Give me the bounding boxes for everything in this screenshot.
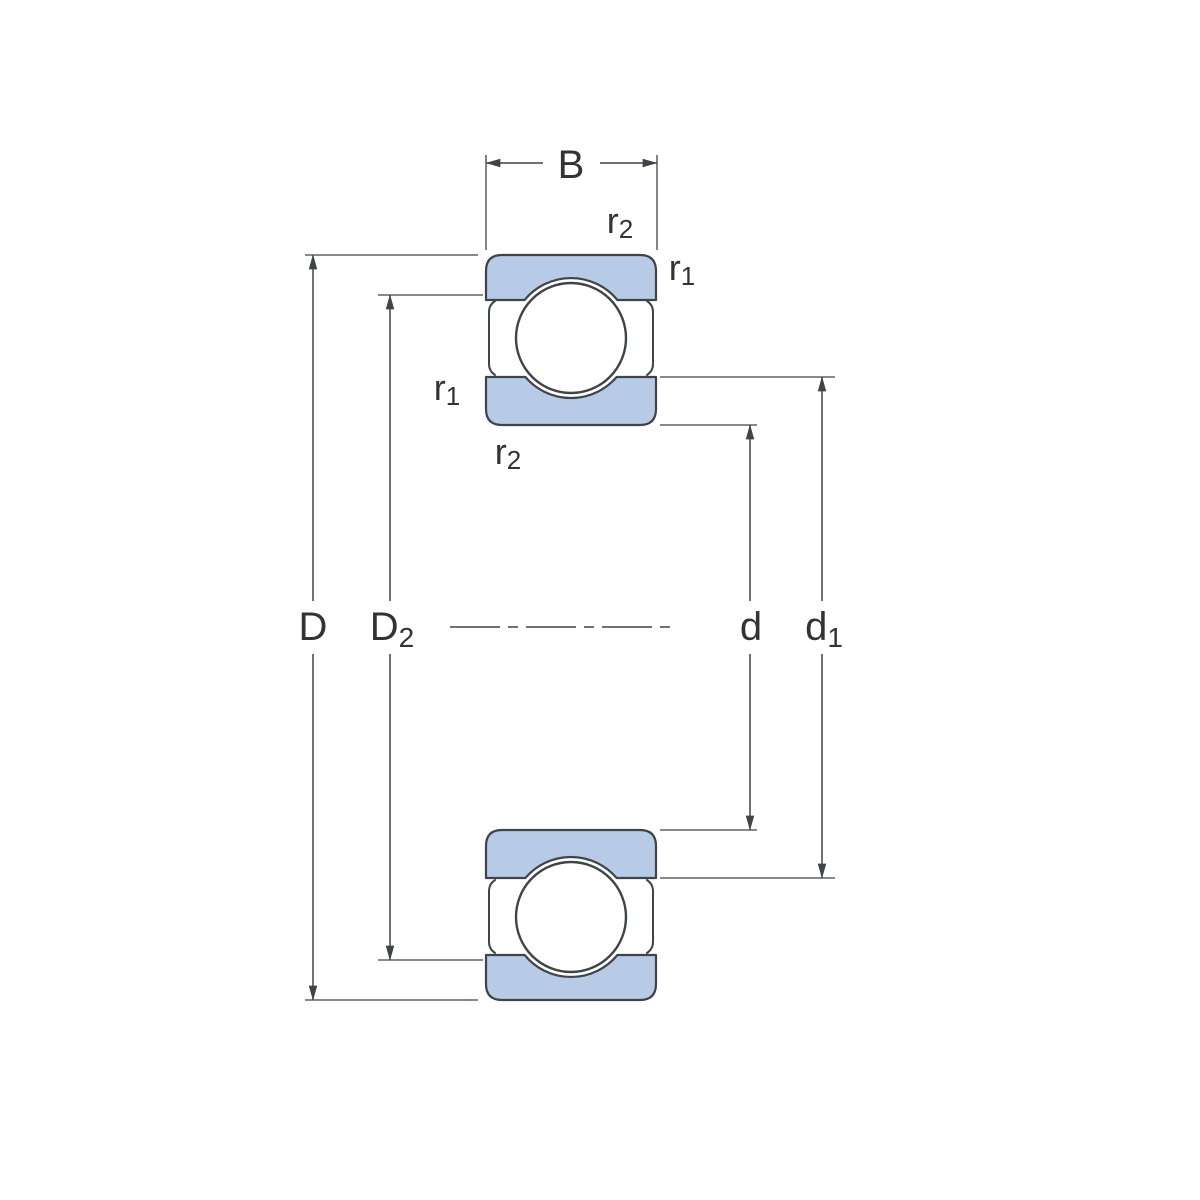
label-bore-diameter-d: d (740, 605, 762, 649)
outer-ring-top (484, 253, 658, 302)
bearing-rings (484, 253, 658, 1002)
shields (488, 300, 654, 954)
label-chamfer-r1-side: r1 (434, 367, 460, 412)
outer-ring-bottom (484, 953, 658, 1002)
inner-ring-bottom (484, 828, 658, 880)
inner-ring-top (484, 375, 658, 427)
label-chamfer-r2-side: r2 (495, 431, 521, 476)
dimension-labels: B D D2 d d1 r2 r1 r1 r2 (299, 143, 843, 653)
label-recess-diameter-D2: D2 (370, 605, 414, 653)
shield-bottom-left (488, 879, 496, 954)
ball-bottom (514, 860, 628, 974)
label-outer-diameter-D: D (299, 605, 328, 649)
label-chamfer-r1-top: r1 (669, 247, 695, 292)
label-chamfer-r2-top: r2 (607, 200, 633, 245)
extension-lines (305, 155, 835, 1001)
dimension-lines (308, 158, 827, 1001)
shield-top-left (488, 300, 496, 376)
shield-top-right (646, 300, 654, 376)
ball-top (514, 281, 628, 395)
label-width-B: B (558, 143, 585, 187)
label-shoulder-diameter-d1: d1 (805, 605, 843, 653)
shield-bottom-right (646, 879, 654, 954)
